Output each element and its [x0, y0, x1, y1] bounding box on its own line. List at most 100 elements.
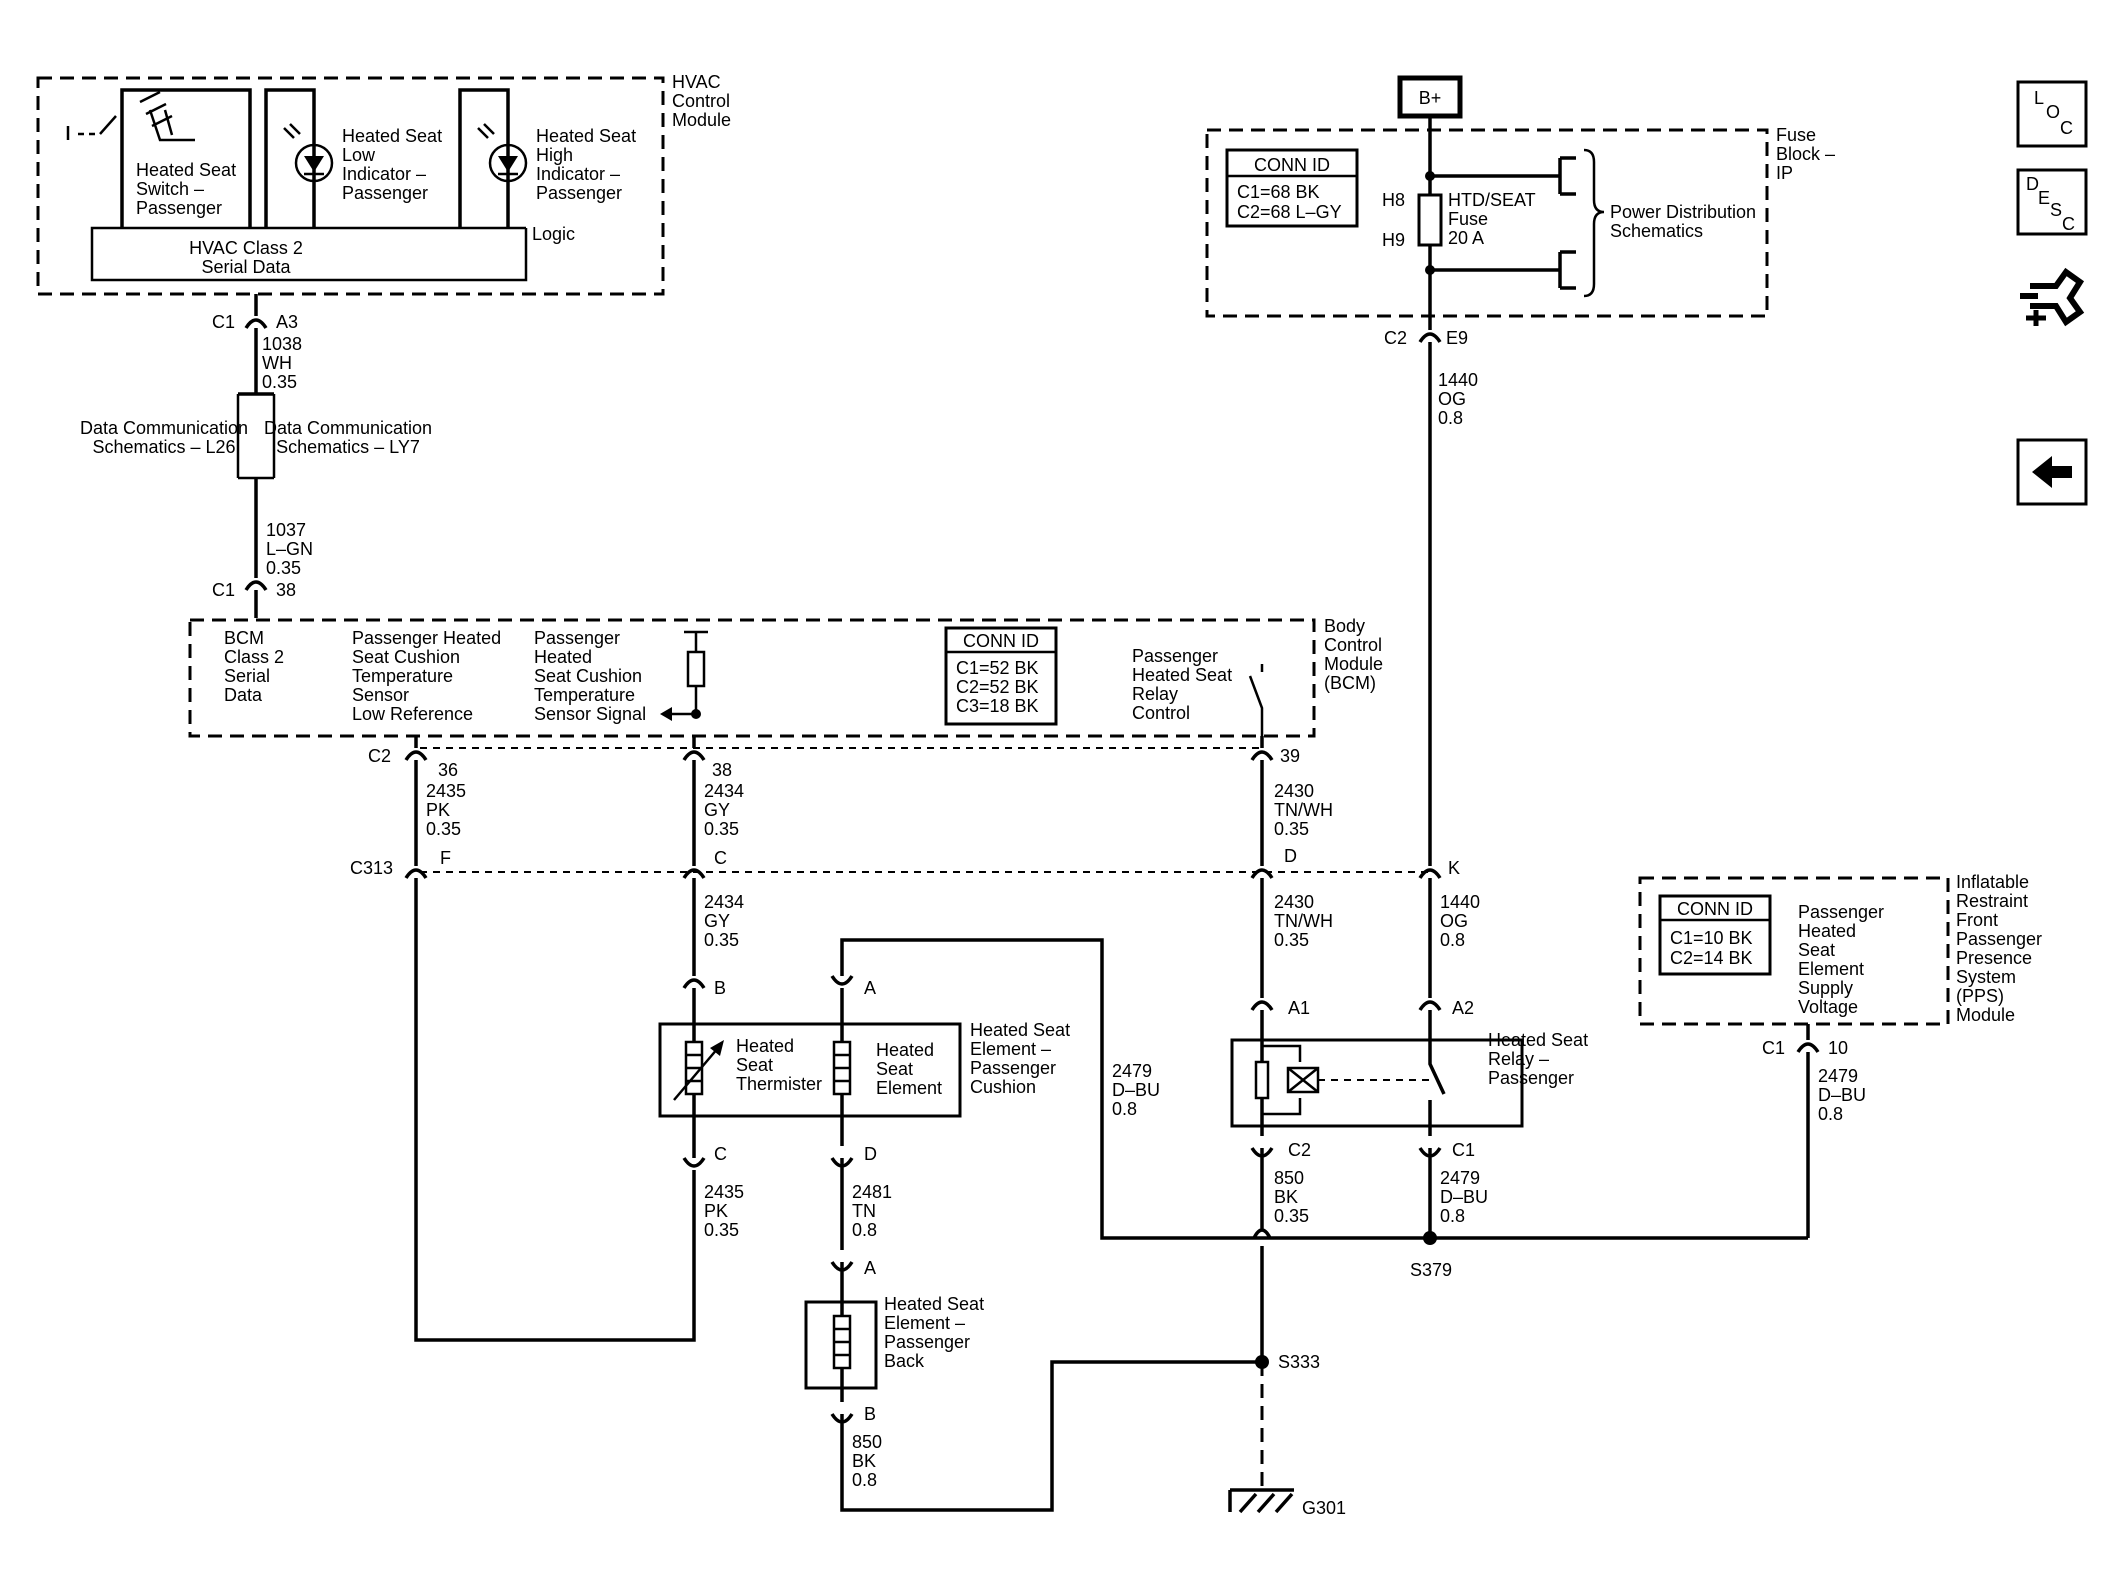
fuse-h9: H9 — [1382, 230, 1405, 250]
svg-text:C: C — [2062, 214, 2075, 234]
svg-text:S333: S333 — [1278, 1352, 1320, 1372]
splice-s333 — [1255, 1355, 1269, 1369]
bcm-c2-connector-row: C2 36 38 39 — [368, 746, 1300, 780]
svg-text:36: 36 — [438, 760, 458, 780]
svg-text:D: D — [864, 1144, 877, 1164]
hvac-c1-connector: C1 — [212, 312, 235, 332]
battery-label: B+ — [1419, 88, 1442, 108]
svg-text:C2=52 BK: C2=52 BK — [956, 677, 1039, 697]
svg-text:S: S — [2050, 200, 2062, 220]
htd-seat-fuse — [1417, 193, 1443, 247]
bcm-c1-connector: C1 — [212, 580, 235, 600]
svg-text:O: O — [2046, 102, 2060, 122]
c313-connector-row: C313 F C D K — [350, 846, 1460, 878]
svg-text:CONN ID: CONN ID — [1254, 155, 1330, 175]
fuse-e9-pin: E9 — [1446, 328, 1468, 348]
desc-button[interactable]: D E S C — [2016, 168, 2088, 236]
svg-text:C1=52 BK: C1=52 BK — [956, 658, 1039, 678]
svg-text:C: C — [2060, 118, 2073, 138]
logic-label: Logic — [532, 224, 575, 244]
connector-tool-icon — [2020, 267, 2085, 327]
svg-text:A2: A2 — [1452, 998, 1474, 1018]
hvac-a3-pin: A3 — [276, 312, 298, 332]
svg-text:A: A — [864, 1258, 876, 1278]
svg-text:C: C — [714, 848, 727, 868]
svg-text:38: 38 — [712, 760, 732, 780]
svg-text:K: K — [1448, 858, 1460, 878]
svg-text:F: F — [440, 848, 451, 868]
svg-text:A1: A1 — [1288, 998, 1310, 1018]
svg-text:S379: S379 — [1410, 1260, 1452, 1280]
back-arrow-icon — [2032, 456, 2072, 488]
svg-text:D: D — [2026, 174, 2039, 194]
pps-conn-id-table: CONN ID C1=10 BK C2=14 BK — [1658, 894, 1772, 976]
svg-text:C2=68 L–GY: C2=68 L–GY — [1237, 202, 1342, 222]
fuse-block-conn-id-table: CONN ID C1=68 BK C2=68 L–GY — [1225, 148, 1359, 228]
back-button[interactable] — [2016, 438, 2088, 506]
svg-text:D: D — [1284, 846, 1297, 866]
c313-label: C313 — [350, 858, 393, 878]
connector-tool-button[interactable] — [2020, 267, 2085, 327]
svg-text:C1: C1 — [1762, 1038, 1785, 1058]
ground-g301: G301 — [1228, 1488, 1346, 1518]
svg-text:B: B — [714, 978, 726, 998]
svg-text:CONN ID: CONN ID — [963, 631, 1039, 651]
loc-button[interactable]: L O C — [2016, 80, 2088, 148]
svg-text:10: 10 — [1828, 1038, 1848, 1058]
fuse-h8: H8 — [1382, 190, 1405, 210]
svg-text:C: C — [714, 1144, 727, 1164]
svg-text:C1=68 BK: C1=68 BK — [1237, 182, 1320, 202]
svg-text:G301: G301 — [1302, 1498, 1346, 1518]
svg-text:L: L — [2034, 88, 2044, 108]
svg-text:C3=18 BK: C3=18 BK — [956, 696, 1039, 716]
svg-text:C1=10 BK: C1=10 BK — [1670, 928, 1753, 948]
svg-text:B: B — [864, 1404, 876, 1424]
